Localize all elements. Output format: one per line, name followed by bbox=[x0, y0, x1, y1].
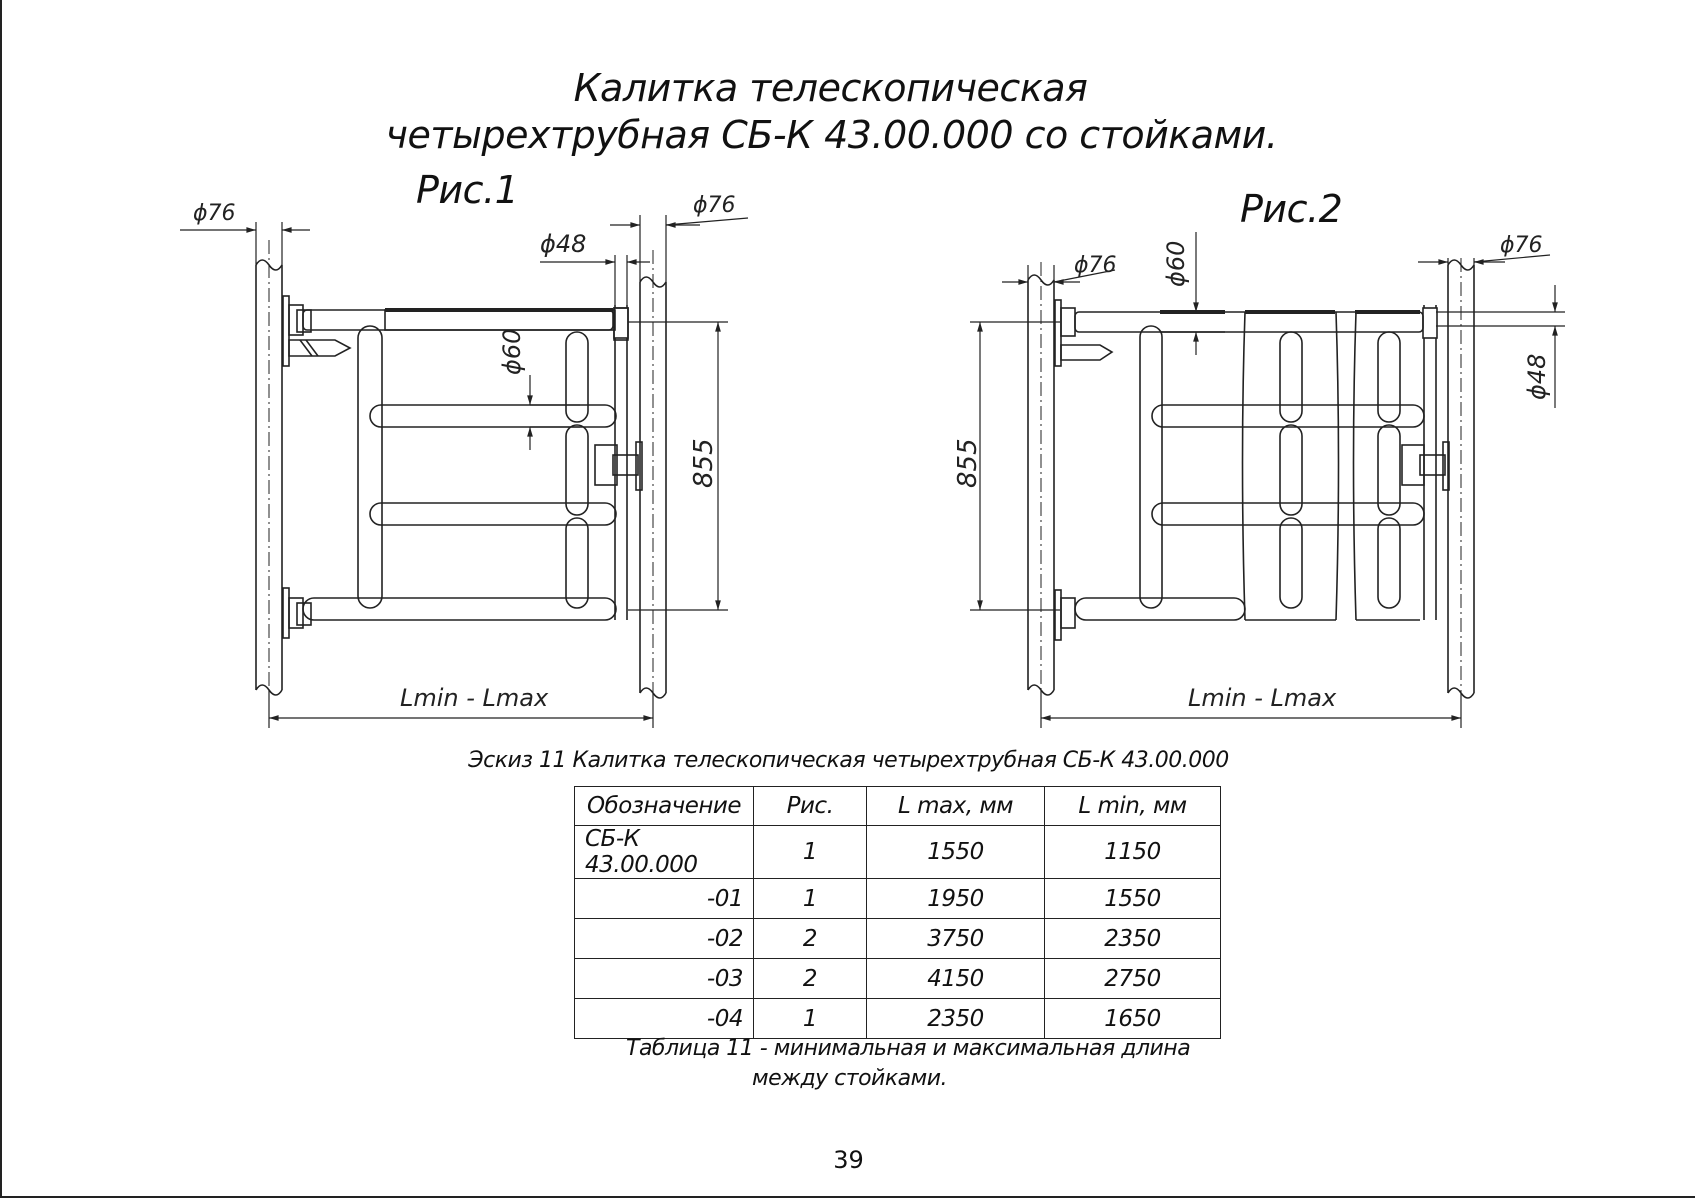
fig2-drawing bbox=[970, 232, 1565, 728]
table-cell: 1550 bbox=[1044, 878, 1221, 919]
table-cell: 1 bbox=[753, 998, 867, 1039]
fig1-dim-76-right-text: ϕ76 bbox=[693, 193, 736, 218]
table-row: -02 2 3750 2350 bbox=[574, 918, 1221, 959]
table-cell: 2750 bbox=[1044, 958, 1221, 999]
fig1-frame-left bbox=[357, 325, 383, 609]
fig1-dim-48 bbox=[540, 255, 650, 305]
table-caption-line-2: между стойками. bbox=[752, 1066, 948, 1091]
table-cell: 3750 bbox=[866, 918, 1045, 959]
table-cell: 2 bbox=[753, 958, 867, 999]
fig1-bar-2 bbox=[369, 502, 617, 526]
fig2-dim-48 bbox=[1436, 285, 1565, 408]
fig1-dim-48-text: ϕ48 bbox=[540, 230, 586, 258]
fig1-left-post bbox=[255, 240, 283, 700]
spec-table: Обозначение Рис. L max, мм L min, мм СБ-… bbox=[574, 786, 1221, 1039]
table-cell: -04 bbox=[574, 998, 754, 1039]
fig2-hinges bbox=[1054, 299, 1114, 641]
fig1-dim-length bbox=[268, 690, 654, 728]
fig2-dim-76-right bbox=[1418, 254, 1551, 265]
fig1-right-post bbox=[613, 250, 667, 705]
fig1-dim-76-right bbox=[610, 215, 749, 282]
fig1-label: Рис.1 bbox=[416, 168, 519, 212]
fig2-right-post bbox=[1422, 258, 1475, 705]
table-cell: -01 bbox=[574, 878, 754, 919]
table-row: СБ-К 43.00.000 1 1550 1150 bbox=[574, 825, 1221, 879]
table-row: -03 2 4150 2750 bbox=[574, 958, 1221, 999]
fig2-dim-855 bbox=[970, 321, 1060, 611]
table-cell: -02 bbox=[574, 918, 754, 959]
fig1-dim-855-text: 855 bbox=[689, 438, 719, 488]
title-line-2: четырехтрубная СБ-К 43.00.000 со стойкам… bbox=[385, 113, 1278, 157]
fig2-dim-76-left bbox=[1002, 265, 1116, 285]
table-header-cell: Рис. bbox=[753, 786, 867, 826]
table-cell: 1 bbox=[753, 878, 867, 919]
table-row: -04 1 2350 1650 bbox=[574, 998, 1221, 1039]
table-header-cell: L min, мм bbox=[1044, 786, 1221, 826]
fig1-bar-bottom bbox=[302, 597, 617, 621]
fig2-dim-76-right-text: ϕ76 bbox=[1500, 233, 1543, 258]
fig1-drawing bbox=[180, 215, 749, 728]
table-cell: 1 bbox=[753, 825, 867, 879]
fig2-dim-60-text: ϕ60 bbox=[1162, 241, 1190, 287]
page-number: 39 bbox=[833, 1146, 864, 1174]
sketch-caption: Эскиз 11 Калитка телескопическая четырех… bbox=[468, 748, 1229, 773]
table-cell: 2350 bbox=[866, 998, 1045, 1039]
table-header-row: Обозначение Рис. L max, мм L min, мм bbox=[574, 786, 1221, 826]
table-caption-line-1: Таблица 11 - минимальная и максимальная … bbox=[626, 1036, 1191, 1061]
fig1-latch bbox=[594, 441, 643, 491]
table-cell: 1650 bbox=[1044, 998, 1221, 1039]
fig2-dim-855-text: 855 bbox=[953, 438, 983, 488]
table-cell: СБ-К 43.00.000 bbox=[574, 825, 754, 879]
fig2-frame-sections bbox=[1139, 311, 1420, 621]
table-header-cell: L max, мм bbox=[866, 786, 1045, 826]
table-cell: 1550 bbox=[866, 825, 1045, 879]
table-row: -01 1 1950 1550 bbox=[574, 878, 1221, 919]
fig2-dim-length-text: Lmin - Lmax bbox=[1188, 684, 1337, 712]
fig2-dim-length bbox=[1040, 690, 1462, 728]
table-cell: 1150 bbox=[1044, 825, 1221, 879]
table-cell: 1950 bbox=[866, 878, 1045, 919]
fig1-dim-length-text: Lmin - Lmax bbox=[400, 684, 549, 712]
fig1-bar-1 bbox=[369, 404, 617, 428]
table-header-cell: Обозначение bbox=[574, 786, 754, 826]
fig2-latch bbox=[1401, 441, 1450, 491]
title-line-1: Калитка телескопическая bbox=[573, 66, 1088, 110]
fig2-left-post bbox=[1027, 262, 1055, 705]
fig1-dim-60 bbox=[527, 375, 580, 450]
fig1-dim-60-text: ϕ60 bbox=[498, 329, 526, 375]
fig1-dim-76-left-text: ϕ76 bbox=[193, 201, 236, 226]
fig1-top-tube bbox=[302, 307, 629, 341]
table-cell: 4150 bbox=[866, 958, 1045, 999]
table-cell: -03 bbox=[574, 958, 754, 999]
fig1-hinges bbox=[282, 295, 352, 639]
fig1-dim-855 bbox=[628, 321, 728, 611]
fig1-dim-76-left bbox=[180, 222, 310, 265]
fig2-dim-48-text: ϕ48 bbox=[1523, 354, 1551, 400]
table-cell: 2350 bbox=[1044, 918, 1221, 959]
fig2-label: Рис.2 bbox=[1240, 187, 1343, 231]
fig2-dim-76-left-text: ϕ76 bbox=[1074, 253, 1117, 278]
table-cell: 2 bbox=[753, 918, 867, 959]
